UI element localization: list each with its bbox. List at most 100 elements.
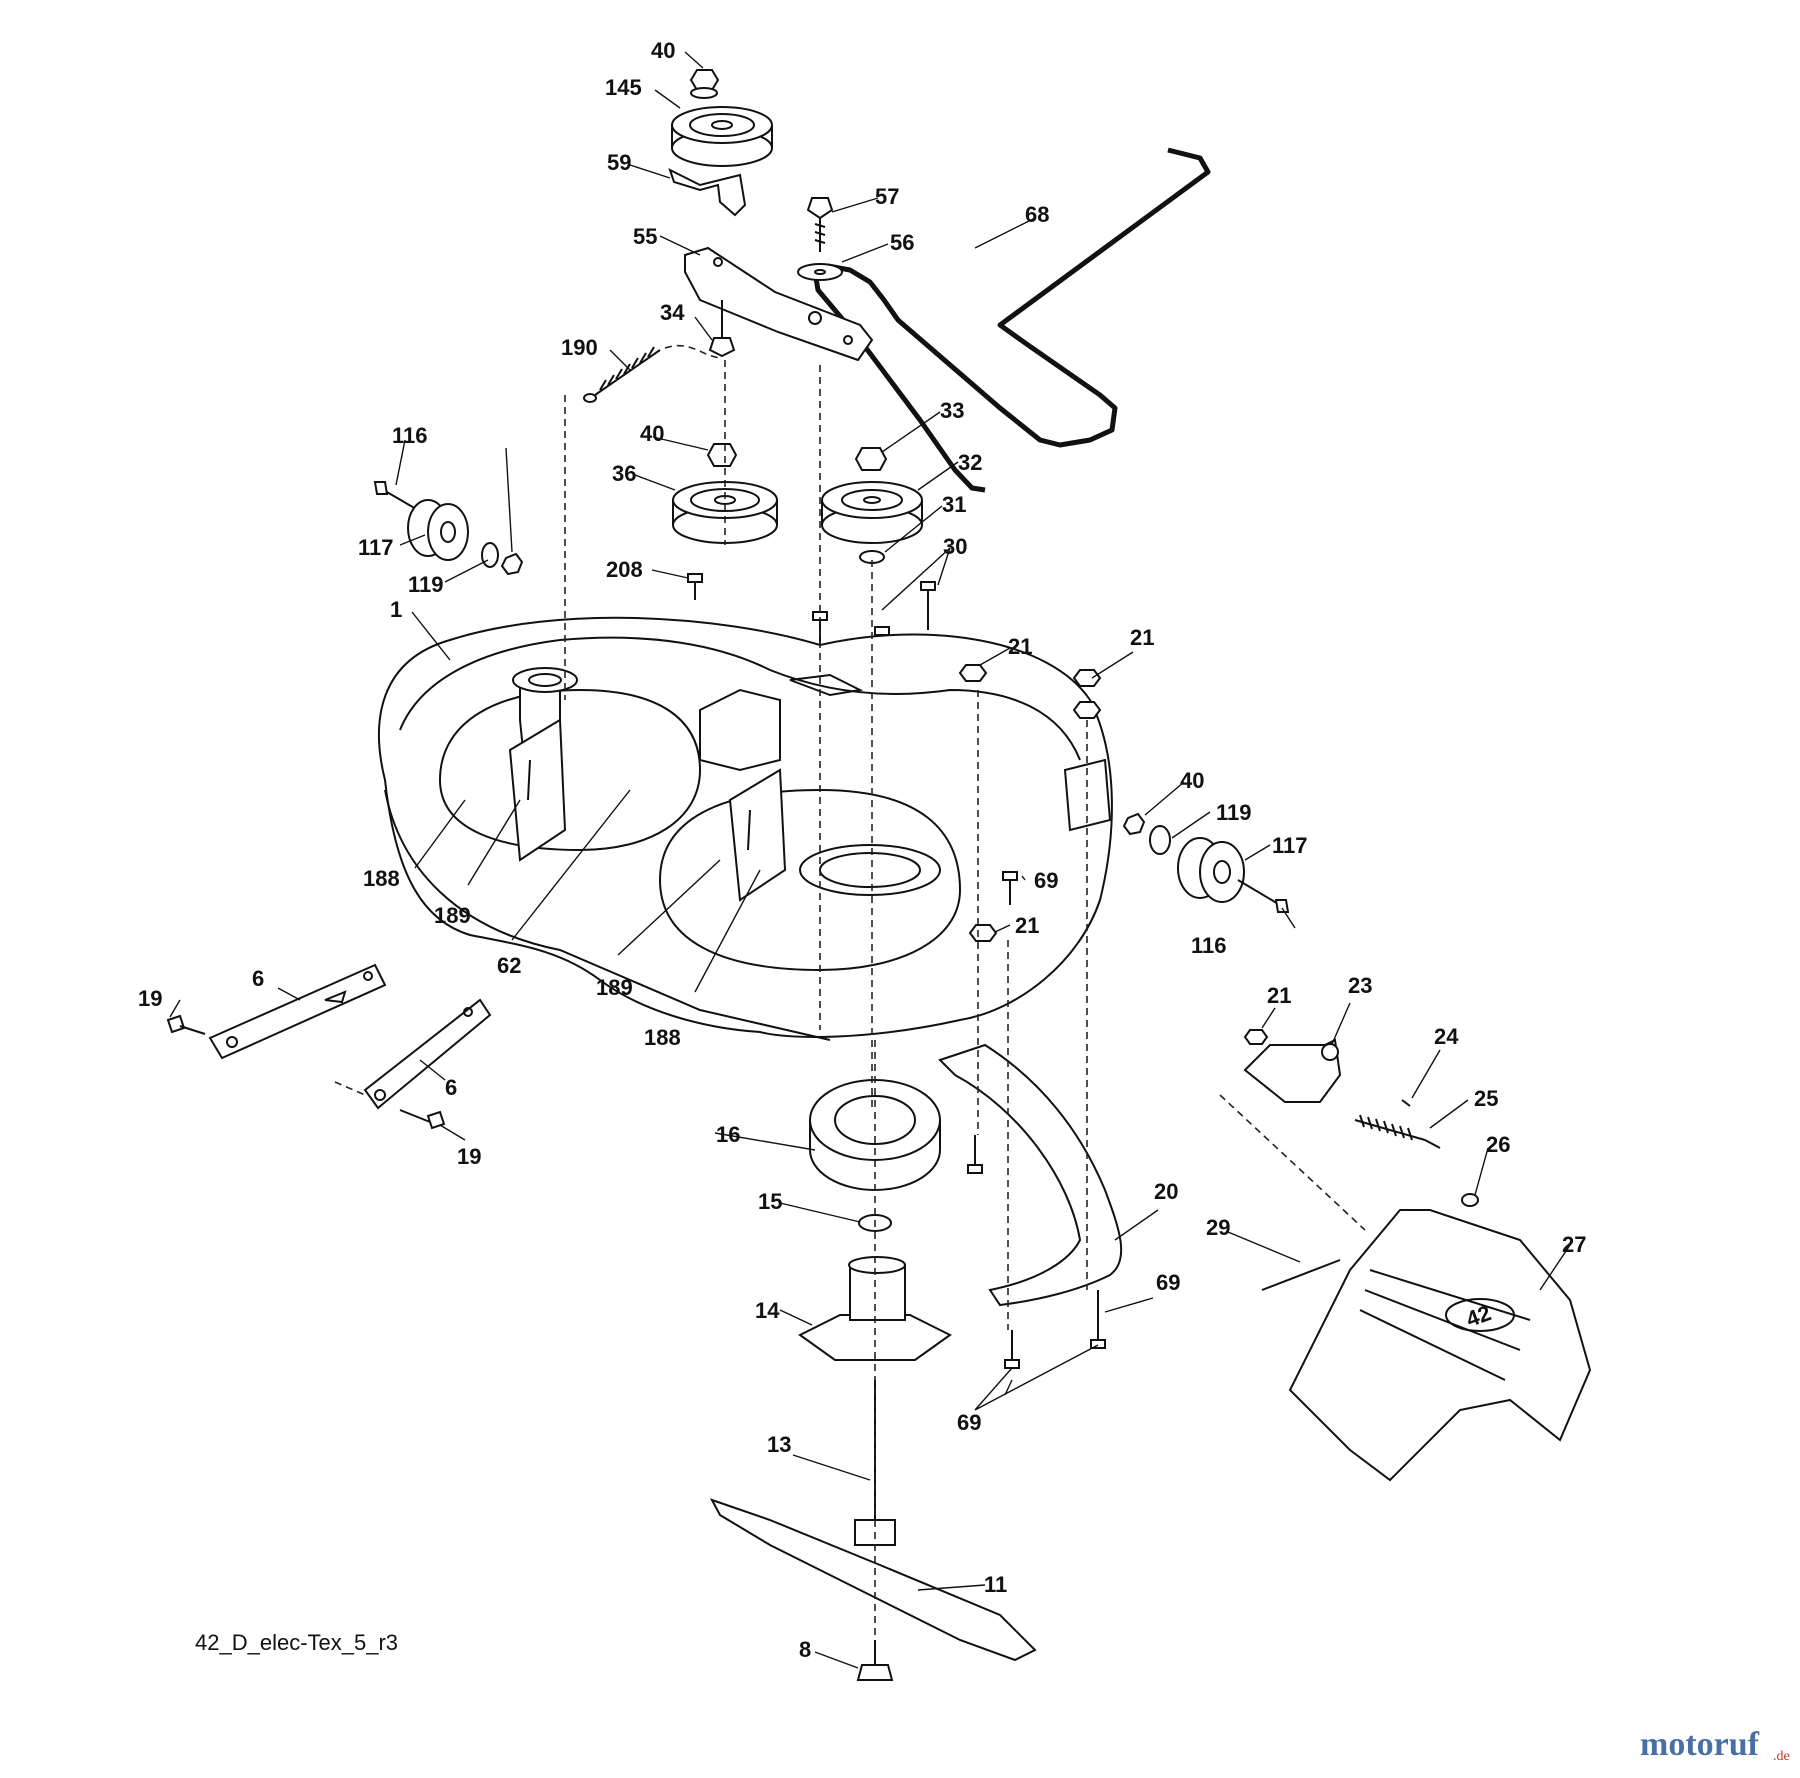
- callout-23: 23: [1348, 973, 1372, 998]
- arm-6-bottom: [334, 998, 492, 1110]
- callout-117-right: 117: [1272, 833, 1308, 858]
- callout-190: 190: [561, 335, 598, 360]
- washer-56: [797, 263, 843, 281]
- nut-40-mid: [706, 443, 738, 467]
- callout-6-bottom: 6: [445, 1075, 457, 1100]
- arm-6-top: [208, 963, 387, 1060]
- rod-29: [1219, 1094, 1366, 1291]
- pulley-32: [821, 481, 923, 544]
- callout-31: 31: [942, 492, 966, 517]
- callout-6-top: 6: [252, 966, 264, 991]
- watermark-text: motoruf: [1640, 1726, 1760, 1763]
- baffle-20: [938, 1043, 1123, 1307]
- bolt-116-right: [1237, 879, 1290, 913]
- wheel-117-left: [407, 499, 469, 561]
- callout-11: 11: [984, 1572, 1007, 1597]
- washer-26: [1461, 1193, 1479, 1207]
- callout-40-top: 40: [651, 38, 675, 63]
- nut-40-right: [1122, 812, 1146, 836]
- callout-59: 59: [607, 150, 631, 175]
- spring-190: [583, 344, 721, 403]
- callout-27: 27: [1562, 1232, 1586, 1257]
- deck-bracket-right: [728, 768, 787, 902]
- bolt-19-bottom: [399, 1109, 446, 1130]
- alignment-lines: [564, 360, 1088, 1640]
- callout-26: 26: [1486, 1132, 1510, 1157]
- spindle-housing-14: [798, 1256, 952, 1361]
- callout-189-left: 189: [434, 903, 471, 928]
- idler-arm-55: [684, 246, 874, 362]
- callout-32: 32: [958, 450, 982, 475]
- bolt-208: [687, 573, 703, 600]
- callout-57: 57: [875, 184, 899, 209]
- nut-21-c: [968, 924, 998, 942]
- callout-69-mid: 69: [1034, 868, 1058, 893]
- callout-116-right: 116: [1191, 933, 1227, 958]
- idler-pulley-145: [671, 106, 773, 167]
- bracket-23: [1243, 1038, 1342, 1103]
- bolt-34: [708, 300, 736, 358]
- callout-55: 55: [633, 224, 657, 249]
- bolt-19-top: [166, 1014, 206, 1035]
- nut-21-a: [958, 664, 988, 682]
- callout-1: 1: [390, 597, 402, 622]
- callout-24: 24: [1434, 1024, 1459, 1049]
- callout-34: 34: [660, 300, 685, 325]
- callout-8: 8: [799, 1637, 811, 1662]
- callout-13: 13: [767, 1432, 791, 1457]
- nut-21-d: [1243, 1029, 1269, 1045]
- nut-21-b: [1072, 669, 1102, 719]
- callout-33: 33: [940, 398, 964, 423]
- bracket-59: [668, 168, 747, 217]
- watermark-logo: motoruf .de: [1640, 1726, 1790, 1764]
- callout-25: 25: [1474, 1086, 1498, 1111]
- callout-19-top: 19: [138, 986, 162, 1011]
- diagram-code: 42_D_elec-Tex_5_r3: [195, 1630, 398, 1655]
- callout-40-mid: 40: [640, 421, 664, 446]
- callout-19-bottom: 19: [457, 1144, 481, 1169]
- callout-56: 56: [890, 230, 914, 255]
- watermark-suffix: .de: [1773, 1749, 1790, 1764]
- callout-21-d: 21: [1267, 983, 1291, 1008]
- callout-15: 15: [758, 1189, 782, 1214]
- callout-116-left: 116: [392, 423, 428, 448]
- callout-188-right: 188: [644, 1025, 681, 1050]
- callout-69-right: 69: [1156, 1270, 1180, 1295]
- callout-14: 14: [755, 1298, 780, 1323]
- callout-16: 16: [716, 1122, 740, 1147]
- callout-20: 20: [1154, 1179, 1178, 1204]
- bolt-57: [806, 197, 834, 252]
- callout-29: 29: [1206, 1215, 1230, 1240]
- nut-40-left: [500, 552, 524, 576]
- discharge-chute-27: [1288, 1209, 1592, 1482]
- callout-21-a: 21: [1008, 634, 1032, 659]
- nut-33: [854, 447, 888, 471]
- bolt-69-mid: [1002, 871, 1018, 905]
- belt-68: [812, 147, 1211, 493]
- washer-119-left: [481, 542, 499, 568]
- callout-21-c: 21: [1015, 913, 1039, 938]
- callout-188-left: 188: [363, 866, 400, 891]
- leader-lines: [169, 51, 1573, 1669]
- spring-25: [1354, 1114, 1441, 1149]
- bolts-69-lower: [967, 1135, 1106, 1369]
- bolt-8: [856, 1640, 894, 1681]
- blade-11: [709, 1498, 1037, 1662]
- callout-119-left: 119: [408, 572, 444, 597]
- nut-40-top: [689, 69, 720, 99]
- callout-21-b: 21: [1130, 625, 1154, 650]
- pin-24: [1401, 1099, 1411, 1107]
- callout-189-right: 189: [596, 975, 633, 1000]
- callout-40-right: 40: [1180, 768, 1204, 793]
- deck-bracket-left: [508, 718, 567, 862]
- callout-30: 30: [943, 534, 967, 559]
- callout-69-bottom: 69: [957, 1410, 981, 1435]
- callout-labels: 40 145 59 57 56 68 55 34 190 33 32 31 30…: [138, 38, 1586, 1662]
- callout-36: 36: [612, 461, 636, 486]
- wheel-117-right: [1177, 837, 1245, 903]
- callout-68: 68: [1025, 202, 1049, 227]
- callout-208: 208: [606, 557, 643, 582]
- callout-62: 62: [497, 953, 521, 978]
- washer-119-right: [1149, 825, 1171, 855]
